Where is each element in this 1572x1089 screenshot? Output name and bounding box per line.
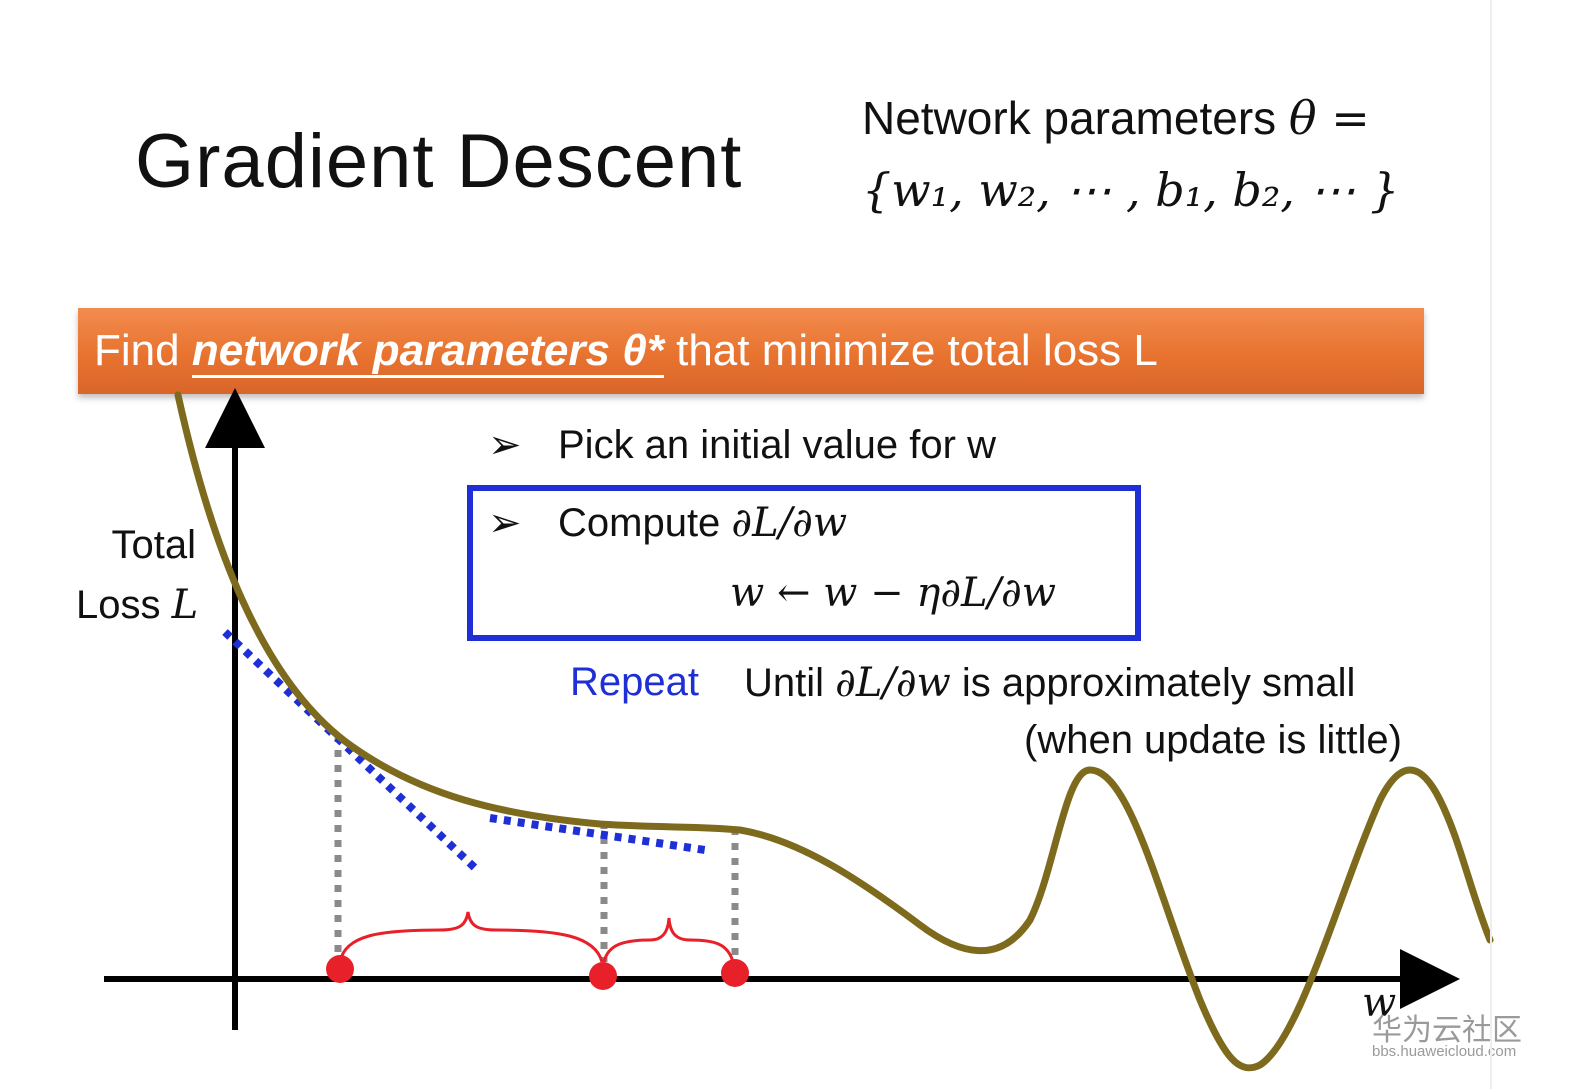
step-compute-gradient: ➢ Compute ∂L/∂w [488,500,847,546]
x-axis-label: w [1362,980,1397,1026]
theta-symbol: θ = [1288,91,1370,145]
banner-suffix: that minimize total loss L [663,326,1158,375]
bullet-arrow-icon: ➢ [488,501,522,545]
y-axis-label-line1: Total [111,523,197,567]
when-note: (when update is little) [1024,718,1402,762]
update-point-2 [721,959,749,987]
until-text: Until [744,661,836,705]
step-brace-2 [602,917,735,963]
watermark-brand: 华为云社区 [1372,1014,1522,1047]
repeat-label: Repeat [570,660,699,704]
until-condition: Until ∂L/∂w is approximately small [744,660,1355,706]
until-suffix: is approximately small [950,661,1356,705]
until-gradient: ∂L/∂w [835,660,951,706]
network-parameters-definition: Network parameters θ = {w₁, w₂, ⋯ , b₁, … [862,82,1399,226]
step-pick-initial: ➢ Pick an initial value for w [488,422,996,468]
y-axis-label-math: L [171,582,199,628]
y-axis-label-line2: Loss [76,583,172,627]
step1-text: Pick an initial value for w [558,423,996,467]
banner-emphasis: network parameters θ* [191,326,664,378]
y-axis-label: Total Loss L [76,515,199,635]
update-step-box [467,485,1141,641]
update-point-1 [589,962,617,990]
gradient-expression: ∂L/∂w [731,500,848,546]
initial-point [326,955,354,983]
slide-edge-divider [1490,0,1492,1089]
loss-curve [174,391,1494,1072]
update-rule: w ← w − η∂L/∂w [730,570,1056,616]
step2-text: Compute [558,501,732,545]
slide-title: Gradient Descent [135,119,743,204]
bullet-arrow-icon: ➢ [488,423,522,467]
watermark-url: bbs.huaweicloud.com [1372,1043,1517,1060]
objective-banner: Find network parameters θ* that minimize… [78,308,1424,394]
banner-prefix: Find [94,326,192,375]
step-brace-1 [338,911,604,963]
tangent-line-1 [222,629,478,871]
params-label: Network parameters [862,92,1289,144]
params-set: {w₁, w₂, ⋯ , b₁, b₂, ⋯ } [862,163,1400,217]
